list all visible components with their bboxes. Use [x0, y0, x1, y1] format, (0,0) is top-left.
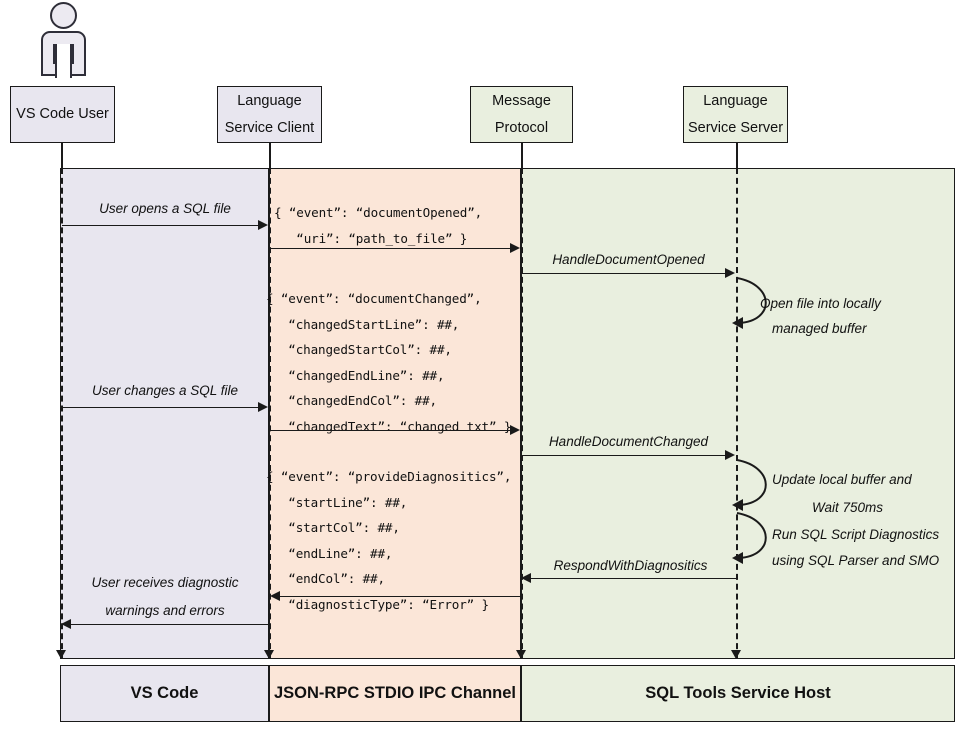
participant-label-line1: Message — [492, 92, 551, 109]
self-loop-update-buffer — [732, 459, 767, 511]
arrowhead-right-user-opens-sql-file — [258, 220, 268, 230]
band-ipc-channel — [269, 168, 521, 659]
footer-box-ipc-channel[interactable]: JSON-RPC STDIO IPC Channel — [269, 665, 521, 722]
arrowhead-right-handle-document-opened — [725, 268, 735, 278]
footer-box-vs-code[interactable]: VS Code — [60, 665, 269, 722]
message-label-user-opens-sql-file: User opens a SQL file — [99, 201, 231, 216]
note-run-diagnostics-line1: Run SQL Script Diagnostics — [772, 527, 940, 542]
band-vs-code — [60, 168, 269, 659]
message-label-user-receives-line1: User receives diagnostic — [91, 575, 239, 590]
participant-box-language-service-server[interactable]: Language Service Server — [683, 86, 788, 143]
lifeline-end-arrow-vs-code-user — [56, 650, 66, 659]
lifeline-end-arrow-language-service-client — [264, 650, 274, 659]
note-run-diagnostics-line2: using SQL Parser and SMO — [772, 553, 940, 568]
lifeline-language-service-client — [269, 168, 271, 659]
participant-label-line1: Language — [703, 92, 768, 109]
participant-label-line2: Service Server — [687, 120, 784, 136]
lifeline-vs-code-user — [61, 168, 63, 659]
lifeline-language-server-stem — [736, 143, 738, 168]
message-label-user-receives-line2: warnings and errors — [105, 603, 225, 618]
person-icon-legs-gap — [55, 44, 72, 78]
arrowhead-right-client-to-protocol-opened — [510, 243, 520, 253]
person-icon-head — [50, 2, 77, 29]
participant-label-line2: Protocol — [494, 120, 549, 136]
footer-label-vs-code: VS Code — [130, 684, 199, 702]
lifeline-vs-code-user-stem — [61, 143, 63, 168]
participant-label-line1: Language — [237, 92, 302, 109]
lifeline-end-arrow-language-service-server — [731, 650, 741, 659]
lifeline-end-arrow-message-protocol — [516, 650, 526, 659]
message-arrow-handle-document-opened — [522, 273, 726, 274]
arrowhead-right-client-to-protocol-changed — [510, 425, 520, 435]
lifeline-language-service-server — [736, 168, 738, 659]
message-label-handle-document-changed: HandleDocumentChanged — [548, 434, 709, 449]
participant-box-message-protocol[interactable]: Message Protocol — [470, 86, 573, 143]
footer-box-sql-tools-service-host[interactable]: SQL Tools Service Host — [521, 665, 955, 722]
arrowhead-right-user-changes-sql-file — [258, 402, 268, 412]
person-icon-right-arm-line — [72, 44, 74, 64]
arrowhead-right-handle-document-changed — [725, 450, 735, 460]
message-arrow-protocol-to-client-diagnostics — [280, 596, 521, 597]
person-icon-left-arm-line — [53, 44, 55, 64]
message-arrow-handle-document-changed — [522, 455, 726, 456]
message-arrow-user-opens-sql-file — [62, 225, 259, 226]
arrowhead-left-protocol-to-client-diagnostics — [270, 591, 280, 601]
band-sql-tools-service-host — [521, 168, 955, 659]
note-open-file-line1: Open file into locally — [760, 296, 881, 311]
note-open-file-line2: managed buffer — [772, 321, 867, 336]
footer-label-sql-tools-service-host: SQL Tools Service Host — [645, 684, 831, 702]
message-arrow-user-changes-sql-file — [62, 407, 259, 408]
arrowhead-left-user-receives-diagnostics — [61, 619, 71, 629]
message-arrow-respond-with-diagnostics — [531, 578, 736, 579]
participant-label-line1: VS Code User — [16, 106, 109, 123]
message-arrow-client-to-protocol-opened — [270, 248, 511, 249]
footer-label-ipc-channel: JSON-RPC STDIO IPC Channel — [273, 684, 517, 702]
lifeline-language-client-stem — [269, 143, 271, 168]
self-loop-open-file — [732, 277, 767, 329]
participant-box-language-service-client[interactable]: Language Service Client — [217, 86, 322, 143]
message-arrow-client-to-protocol-changed — [270, 430, 511, 431]
lifeline-message-protocol — [521, 168, 523, 659]
message-label-user-changes-sql-file: User changes a SQL file — [91, 383, 239, 398]
payload-document-changed: { “event”: “documentChanged”, “changedSt… — [266, 291, 512, 434]
self-loop-run-diagnostics — [732, 512, 767, 564]
payload-provide-diagnostics: { “event”: “provideDiagnositics”, “start… — [266, 469, 512, 612]
message-label-handle-document-opened: HandleDocumentOpened — [552, 252, 705, 267]
message-label-respond-with-diagnostics: RespondWithDiagnositics — [553, 558, 708, 573]
note-update-buffer-line1: Update local buffer and — [772, 472, 912, 487]
payload-document-opened: { “event”: “documentOpened”, “uri”: “pat… — [274, 205, 483, 246]
message-arrow-user-receives-diagnostics — [71, 624, 268, 625]
participant-box-vs-code-user[interactable]: VS Code User — [10, 86, 115, 143]
participant-label-line2: Service Client — [224, 120, 315, 136]
lifeline-message-protocol-stem — [521, 143, 523, 168]
note-update-buffer-line2: Wait 750ms — [812, 500, 884, 515]
arrowhead-left-respond-with-diagnostics — [521, 573, 531, 583]
